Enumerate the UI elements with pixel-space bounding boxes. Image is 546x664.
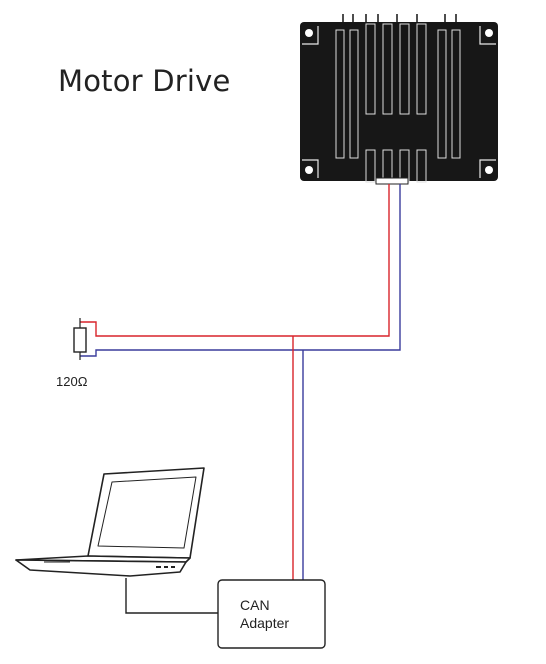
can-high-wire-drive bbox=[80, 184, 390, 337]
usb-cable bbox=[125, 578, 218, 614]
laptop-icon bbox=[15, 467, 205, 577]
can-adapter-line2: Adapter bbox=[240, 615, 290, 631]
can-adapter-label: CAN Adapter bbox=[240, 596, 289, 632]
page-title: Motor Drive bbox=[58, 64, 231, 98]
motor-drive-icon bbox=[300, 14, 498, 185]
resistor-icon bbox=[73, 318, 87, 360]
can-adapter-box bbox=[217, 579, 326, 649]
resistor-label: 120Ω bbox=[56, 374, 88, 389]
can-low-wire-drive bbox=[80, 184, 401, 357]
can-adapter-line1: CAN bbox=[240, 597, 270, 613]
